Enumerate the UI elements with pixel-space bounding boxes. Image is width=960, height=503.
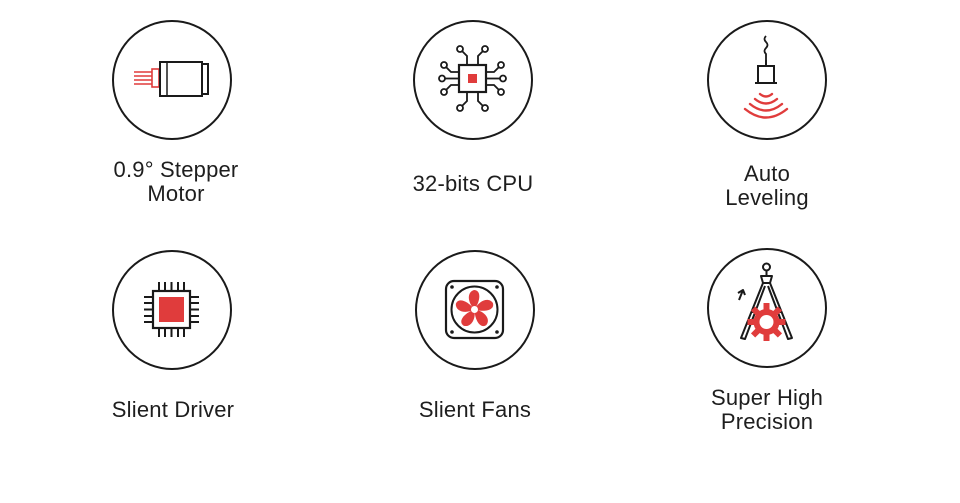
- fans-label: Slient Fans: [418, 397, 532, 422]
- stepper-motor-icon: [134, 61, 209, 97]
- stepper-motor-icon-circle: [112, 20, 232, 140]
- fan-icon-circle: [415, 250, 535, 370]
- precision-label: Super High Precision: [710, 385, 824, 434]
- cpu-label: 32-bits CPU: [412, 171, 534, 196]
- fan-icon: [444, 279, 505, 340]
- cpu-icon-circle: [413, 20, 533, 140]
- auto-leveling-label: Auto Leveling: [725, 161, 809, 210]
- precision-icon-circle: [707, 248, 827, 368]
- auto-leveling-icon-circle: [707, 20, 827, 140]
- stepper-motor-label: 0.9° Stepper Motor: [113, 157, 239, 206]
- precision-caliper-gear-icon: [737, 262, 793, 341]
- driver-chip-icon: [144, 282, 199, 337]
- auto-leveling-icon: [743, 35, 789, 119]
- driver-chip-icon-circle: [112, 250, 232, 370]
- cpu-icon: [438, 45, 507, 112]
- driver-label: Slient Driver: [111, 397, 235, 422]
